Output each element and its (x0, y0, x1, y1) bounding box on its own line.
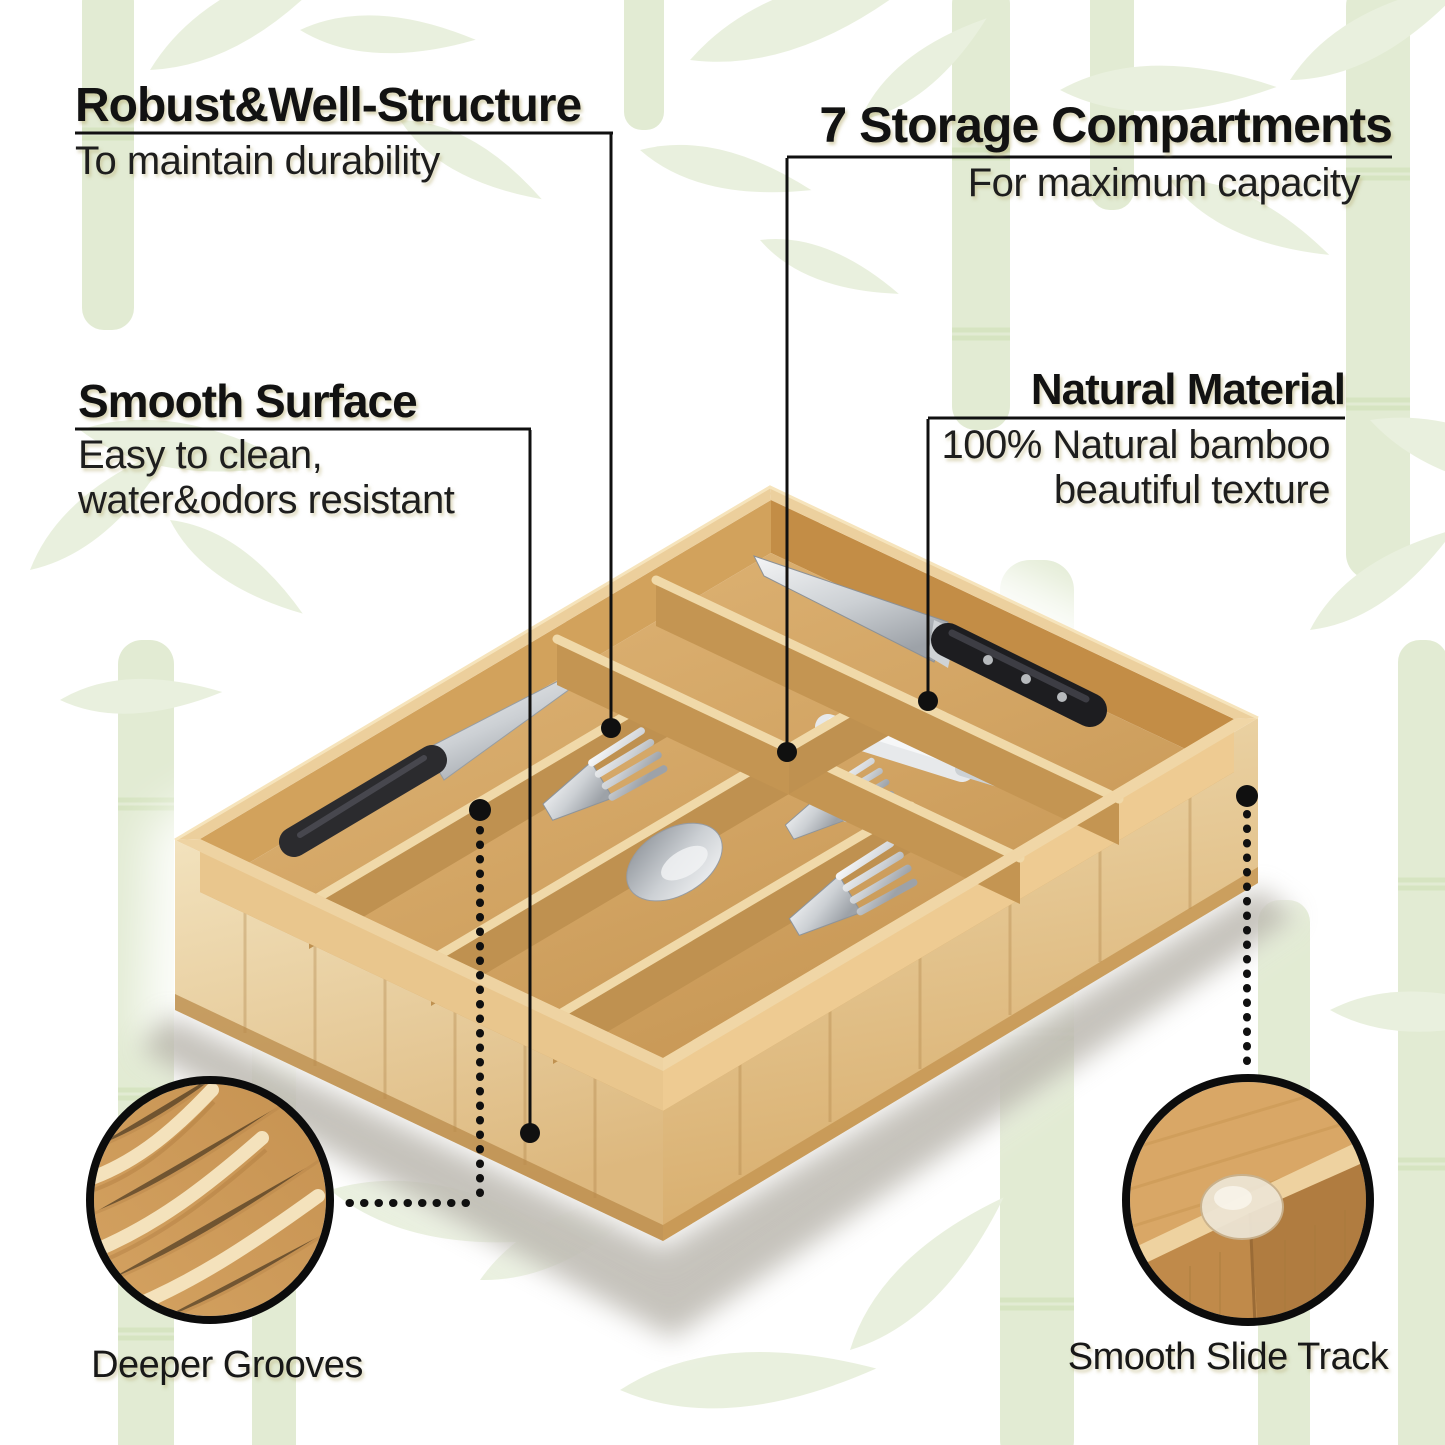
inset-deeper-grooves (86, 1076, 334, 1324)
leader-robust (75, 131, 613, 722)
callout-storage: 7 Storage Compartments For maximum capac… (800, 97, 1393, 206)
callout-smooth-title: Smooth Surface (78, 375, 418, 427)
divider (656, 580, 1119, 845)
rim-highlight (174, 485, 1259, 842)
leader-storage (785, 155, 1392, 745)
dotted-connectors (342, 810, 1251, 1207)
divider (309, 691, 667, 949)
tray-shadow (140, 888, 1296, 1338)
inset-label-slide-track: Smooth Slide Track (1067, 1336, 1389, 1378)
callout-robust-subtitle: To maintain durability (75, 138, 440, 183)
leader-dots (469, 691, 1258, 1143)
leader-smooth (75, 427, 532, 1125)
inner-wall-sw (200, 839, 663, 1111)
divider (553, 806, 911, 1064)
chef-knife-graphic (753, 555, 1107, 727)
tray-rim (175, 839, 663, 1071)
divider-top (651, 575, 1124, 804)
inset-label-deeper-grooves: Deeper Grooves (91, 1344, 363, 1386)
wall-bottom-edge-right (663, 867, 1258, 1241)
wall-bottom-edge-left (175, 994, 663, 1241)
callout-natural-subtitle-2: beautiful texture (1053, 467, 1331, 512)
callout-smooth: Smooth Surface Easy to clean, water&odor… (78, 375, 455, 523)
divider (557, 639, 1020, 904)
divider (431, 748, 789, 1006)
inset-slide-track (1122, 1074, 1374, 1326)
callout-smooth-subtitle-1: Easy to clean, (78, 432, 323, 477)
callout-robust-title: Robust&Well-Structure (75, 79, 582, 132)
wall-grain (243, 759, 1192, 1198)
tray-wall-front-left (175, 840, 663, 1241)
divider-top (426, 743, 794, 965)
tray-rim (663, 718, 1258, 1071)
callout-storage-subtitle: For maximum capacity (967, 161, 1361, 205)
callout-natural: Natural Material 100% Natural bamboo bea… (845, 365, 1346, 512)
divider-top (548, 801, 916, 1023)
inset-ring-right (1122, 1074, 1374, 1326)
tray-wall-front-right (663, 718, 1258, 1241)
steak-knife-graphic (279, 678, 571, 857)
callout-natural-title: Natural Material (1030, 365, 1346, 414)
bamboo-tray (174, 485, 1259, 1241)
callout-natural-subtitle-1: 100% Natural bamboo (941, 422, 1330, 467)
leader-lines (75, 131, 1392, 1125)
callout-smooth-subtitle-2: water&odors resistant (78, 477, 455, 522)
callout-storage-title: 7 Storage Compartments (819, 97, 1393, 153)
inner-wall-ne (771, 500, 1234, 772)
inset-ring-left (86, 1076, 334, 1324)
leader-natural (926, 416, 1345, 693)
inner-wall-nw (200, 500, 771, 892)
callout-robust: Robust&Well-Structure To maintain durabi… (75, 79, 582, 184)
